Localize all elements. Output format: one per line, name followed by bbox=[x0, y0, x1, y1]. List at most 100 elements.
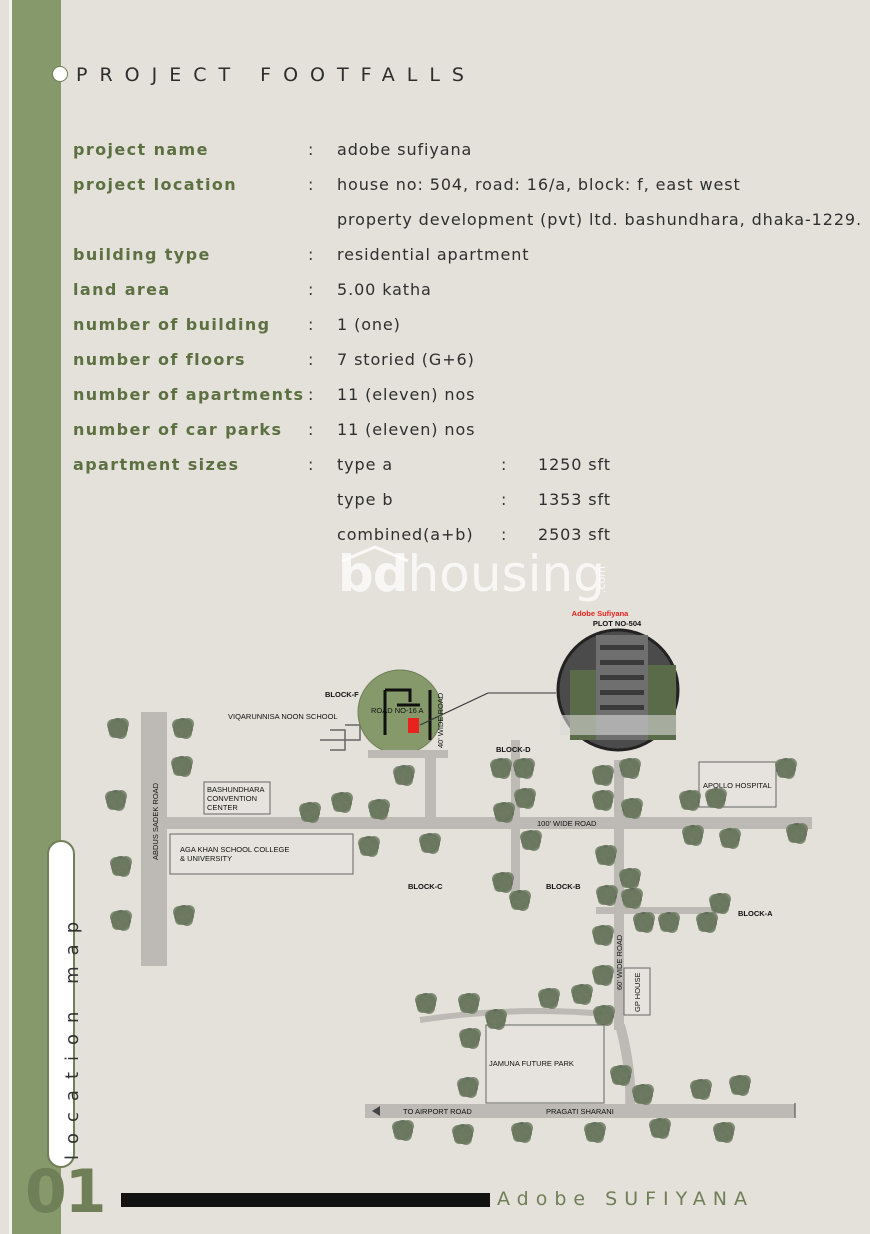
tree-icon bbox=[513, 758, 535, 779]
tree-icon bbox=[107, 718, 129, 739]
block-a-road bbox=[596, 907, 726, 914]
label-school: VIQARUNNISA NOON SCHOOL bbox=[228, 712, 338, 721]
tree-icon bbox=[171, 756, 193, 777]
tree-icon bbox=[658, 912, 680, 933]
apartment-type-size: 1250 sft bbox=[538, 455, 611, 474]
tree-icon bbox=[584, 1122, 606, 1143]
tree-icon bbox=[619, 868, 641, 889]
page-number: 01 bbox=[25, 1157, 106, 1227]
detail-colon: : bbox=[308, 350, 314, 369]
tree-icon bbox=[509, 890, 531, 911]
location-map-label: location map bbox=[62, 910, 83, 1160]
detail-row: property development (pvt) ltd. bashundh… bbox=[73, 208, 863, 243]
map-plot-no: PLOT NO-504 bbox=[593, 619, 642, 628]
detail-label: number of building bbox=[73, 315, 271, 334]
label-jamuna: JAMUNA FUTURE PARK bbox=[489, 1059, 574, 1068]
school-lane bbox=[320, 724, 361, 741]
tree-icon bbox=[592, 790, 614, 811]
title-bullet-icon bbox=[52, 66, 68, 82]
watermark-com: .com bbox=[595, 566, 608, 593]
tree-icon bbox=[392, 1120, 414, 1141]
detail-row: project location:house no: 504, road: 16… bbox=[73, 173, 863, 208]
detail-row: building type:residential apartment bbox=[73, 243, 863, 278]
tree-icon bbox=[632, 1084, 654, 1105]
tree-icon bbox=[619, 758, 641, 779]
tree-icon bbox=[571, 984, 593, 1005]
tree-icon bbox=[358, 836, 380, 857]
label-agakhan-2: & UNIVERSITY bbox=[180, 854, 232, 863]
tree-icon bbox=[775, 758, 797, 779]
tree-icon bbox=[596, 885, 618, 906]
60-wide-road bbox=[614, 760, 624, 1030]
detail-row: number of apartments: 11 (eleven) nos bbox=[73, 383, 863, 418]
tree-icon bbox=[592, 765, 614, 786]
tree-icon bbox=[492, 872, 514, 893]
detail-colon: : bbox=[308, 420, 314, 439]
label-block-c: BLOCK-C bbox=[408, 882, 443, 891]
detail-value: residential apartment bbox=[337, 245, 530, 264]
tree-icon bbox=[595, 845, 617, 866]
tree-icon bbox=[538, 988, 560, 1009]
tree-icon bbox=[621, 888, 643, 909]
label-block-d: BLOCK-D bbox=[496, 745, 531, 754]
detail-row: project name:adobe sufiyana bbox=[73, 138, 863, 173]
tree-icon bbox=[621, 798, 643, 819]
label-60-road: 60' WIDE ROAD bbox=[615, 934, 624, 990]
block-d-road bbox=[511, 740, 520, 905]
detail-colon: : bbox=[308, 315, 314, 334]
detail-label: number of apartments bbox=[73, 385, 305, 404]
tree-icon bbox=[690, 1079, 712, 1100]
tree-icon bbox=[520, 830, 542, 851]
convention-center-box bbox=[203, 781, 271, 815]
tree-icon bbox=[610, 1065, 632, 1086]
detail-row: number of building: 1 (one) bbox=[73, 313, 863, 348]
tree-icon bbox=[592, 965, 614, 986]
label-block-a: BLOCK-A bbox=[738, 909, 773, 918]
tree-icon bbox=[452, 1124, 474, 1145]
tree-icon bbox=[490, 758, 512, 779]
tree-icon bbox=[514, 788, 536, 809]
tree-icon bbox=[709, 893, 731, 914]
label-abdus-road: ABDUS SADEK ROAD bbox=[151, 782, 160, 860]
agakhan-school-box bbox=[169, 833, 354, 875]
detail-label: project location bbox=[73, 175, 238, 194]
detail-value: 1 (one) bbox=[337, 315, 401, 334]
tree-icon bbox=[459, 1028, 481, 1049]
park-road bbox=[419, 1008, 617, 1023]
size-colon: : bbox=[501, 455, 507, 474]
detail-colon: : bbox=[308, 455, 314, 474]
house-roof-icon bbox=[341, 545, 409, 563]
tree-icon bbox=[593, 1005, 615, 1026]
detail-value: 11 (eleven) nos bbox=[337, 385, 476, 404]
location-map-tab bbox=[47, 840, 75, 1168]
gp-house-box bbox=[623, 967, 651, 1016]
site-inset bbox=[357, 628, 680, 758]
label-road-16a: ROAD NO-16 A bbox=[371, 706, 424, 715]
map-project-name: Adobe Sufiyana bbox=[572, 609, 630, 618]
tree-icon bbox=[331, 792, 353, 813]
apartment-size-row: type b:1353 sft bbox=[73, 488, 863, 523]
tree-icon bbox=[682, 825, 704, 846]
detail-row: land area:5.00 katha bbox=[73, 278, 863, 313]
tree-icon bbox=[105, 790, 127, 811]
detail-colon: : bbox=[308, 385, 314, 404]
watermark-bd: bd bbox=[338, 545, 409, 603]
tree-icon bbox=[592, 925, 614, 946]
map-roads bbox=[141, 712, 812, 1118]
map-labels: Adobe Sufiyana PLOT NO-504 BLOCK-F VIQAR… bbox=[151, 609, 773, 1116]
label-apollo: APOLLO HOSPITAL bbox=[703, 781, 772, 790]
detail-label: land area bbox=[73, 280, 171, 299]
tree-icon bbox=[649, 1118, 671, 1139]
detail-row: number of car parks:11 (eleven) nos bbox=[73, 418, 863, 453]
detail-value: 5.00 katha bbox=[337, 280, 432, 299]
tree-icon bbox=[419, 833, 441, 854]
size-colon: : bbox=[501, 490, 507, 509]
footer-project-name: Adobe SUFIYANA bbox=[497, 1188, 754, 1210]
page-title: PROJECT FOOTFALLS bbox=[76, 64, 476, 86]
location-map: Adobe Sufiyana PLOT NO-504 BLOCK-F VIQAR… bbox=[105, 609, 812, 1145]
tree-icon bbox=[457, 1077, 479, 1098]
apartment-size-row: combined(a+b):2503 sft bbox=[73, 523, 863, 558]
size-colon: : bbox=[501, 525, 507, 544]
detail-value: house no: 504, road: 16/a, block: f, eas… bbox=[337, 175, 741, 194]
